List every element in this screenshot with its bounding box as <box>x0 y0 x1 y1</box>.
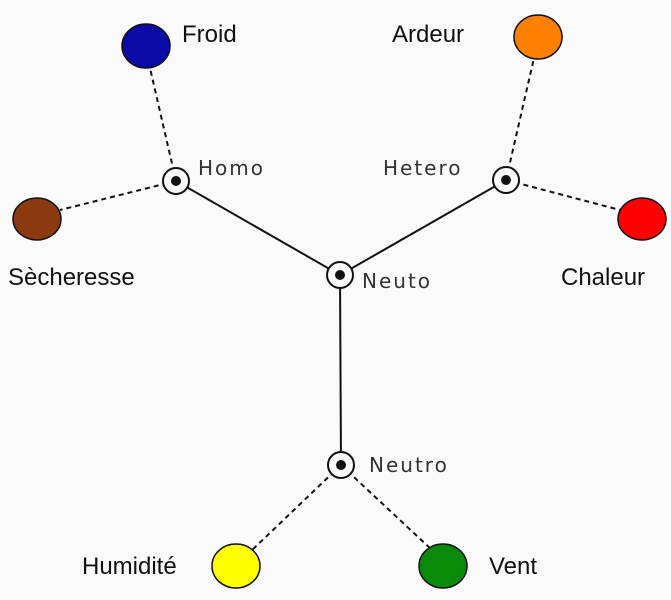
vent-circle <box>418 543 468 589</box>
edge-neuto-homo <box>175 180 341 276</box>
ardeur-label: Ardeur <box>392 21 465 48</box>
edge-hetero-chaleur <box>505 179 621 211</box>
chaleur-circle <box>617 197 667 241</box>
secheresse-label: Sècheresse <box>8 264 135 291</box>
chaleur-label: Chaleur <box>561 264 646 291</box>
edge-hetero-ardeur <box>505 57 535 181</box>
humidite-label: Humidité <box>82 553 177 580</box>
homo-label: Homo <box>198 156 265 180</box>
froid-circle <box>121 23 171 69</box>
edge-neutro-vent <box>340 464 433 551</box>
edge-homo-froid <box>149 67 177 182</box>
edge-neuto-neutro <box>339 274 342 466</box>
edge-neutro-humidite <box>249 464 342 553</box>
neuto-node <box>326 261 354 289</box>
hetero-node <box>492 166 520 194</box>
neuto-label: Neuto <box>362 269 433 293</box>
edge-homo-secheresse <box>59 180 177 211</box>
humidite-circle <box>211 543 261 589</box>
froid-label: Froid <box>182 21 237 48</box>
hetero-label: Hetero <box>383 156 463 180</box>
secheresse-circle <box>12 197 62 241</box>
vent-label: Vent <box>489 553 538 580</box>
neutro-node <box>327 451 355 479</box>
neutro-label: Neutro <box>369 453 449 477</box>
ardeur-circle <box>513 14 563 60</box>
edge-neuto-hetero <box>339 179 507 276</box>
homo-node <box>162 167 190 195</box>
